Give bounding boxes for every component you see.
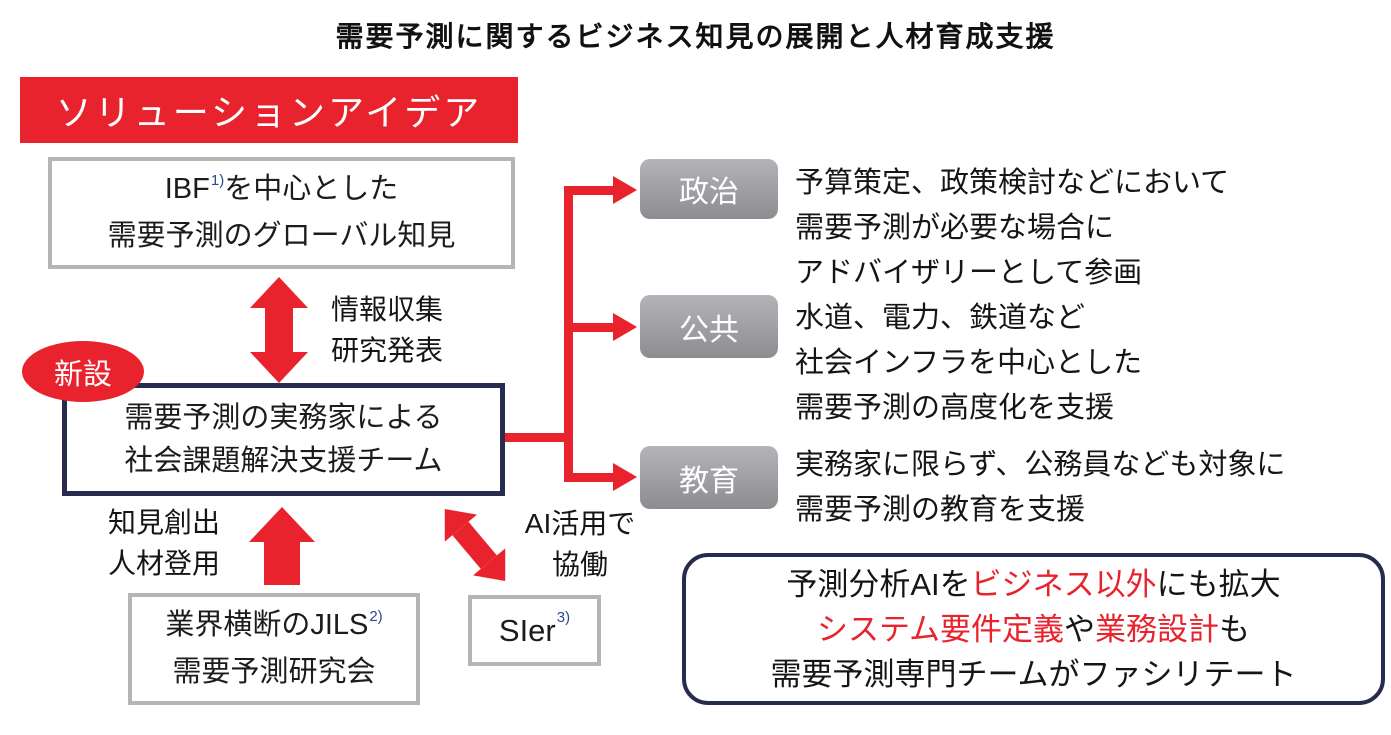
ai-collab-label: AI活用で 協働 [512,503,648,585]
sector-tag-politics-label: 政治 [679,176,739,209]
desc-line: 水道、電力、鉄道など [795,302,1086,334]
jils-box-line1-pre: 業界横断のJILS [165,609,369,641]
desc-line: 予算策定、政策検討などにおいて [795,167,1230,199]
ibf-box-line1: IBF1)を中心とした [165,168,398,215]
highlight-line1-black: 予測分析AIを [786,566,971,602]
sector-tag-public: 公共 [640,295,778,358]
arrowhead-politics-icon [613,176,637,204]
connector-trunk-line [564,186,573,482]
ai-label-line1: AI活用で [524,508,636,539]
arrowhead-public-icon [613,313,637,341]
sector-desc-education: 実務家に限らず、公務員なども対象に 需要予測の教育を支援 [795,443,1285,533]
uplift-label-line1: 知見創出 [108,507,221,538]
sector-tag-education-label: 教育 [679,464,739,498]
connector-main-line [503,433,569,442]
exchange-double-arrow-icon [250,277,308,383]
highlight-line1-red: ビジネス以外 [970,566,1157,602]
uplift-arrow-label: 知見創出 人材登用 [108,502,220,584]
arrow-shaft [264,542,300,585]
jils-box-line2: 需要予測研究会 [172,656,376,688]
jils-study-group-box: 業界横断のJILS2) 需要予測研究会 [128,593,420,705]
practitioner-team-box: 需要予測の実務家による 社会課題解決支援チーム [62,383,505,496]
sier-label: SIer [498,612,556,648]
expansion-highlight-box: 予測分析AIをビジネス以外にも拡大 システム要件定義や業務設計も 需要予測専門チ… [682,553,1385,705]
ai-label-line2: 協働 [551,549,608,580]
jils-box-line1: 業界横断のJILS2) [165,604,382,651]
highlight-line2-red2: 業務設計 [1095,611,1220,647]
desc-line: 実務家に限らず、公務員なども対象に [795,449,1286,481]
desc-line: アドバイザリーとして参画 [795,257,1143,289]
arrow-down-tip [250,352,308,383]
footnote-sup-3: 3) [556,609,571,626]
footnote-sup-1: 1) [210,172,225,189]
highlight-line3: 需要予測専門チームがファシリテート [770,656,1297,692]
sector-tag-education: 教育 [640,446,778,509]
arrowhead-education-icon [613,463,637,491]
sector-desc-politics: 予算策定、政策検討などにおいて 需要予測が必要な場合に アドバイザリーとして参画 [795,161,1229,296]
highlight-line2: システム要件定義や業務設計も [686,607,1381,652]
ibf-box-line1-pre: IBF [164,173,210,205]
new-badge-label: 新設 [53,358,112,391]
highlight-line1: 予測分析AIをビジネス以外にも拡大 [686,562,1381,607]
highlight-line2-red: システム要件定義 [816,611,1065,647]
arrow-shaft [265,308,293,352]
highlight-line1-black2: にも拡大 [1156,566,1281,602]
exchange-label-line2: 研究発表 [331,335,444,366]
desc-line: 需要予測の高度化を支援 [795,392,1115,424]
arrow-up-tip [250,277,308,308]
solution-idea-banner: ソリューションアイデア [20,77,518,143]
page-title: 需要予測に関するビジネス知見の展開と人材育成支援 [335,21,1056,52]
uplift-label-line2: 人材登用 [108,548,221,579]
new-establishment-badge: 新設 [22,341,144,402]
exchange-label-line1: 情報収集 [331,294,444,325]
double-arrow [428,495,522,595]
footnote-sup-2: 2) [369,608,383,625]
arrow-up-tip [249,507,315,542]
team-box-line1: 需要予測の実務家による [124,401,443,434]
connector-branch-politics [570,186,615,195]
sector-tag-politics: 政治 [640,159,778,219]
sector-tag-public-label: 公共 [679,313,739,347]
ibf-box-line2: 需要予測のグローバル知見 [107,220,456,252]
uplift-up-arrow-icon [249,507,315,585]
connector-branch-public [570,323,615,332]
highlight-line2-black2: も [1219,611,1251,647]
solution-idea-label: ソリューションアイデア [55,92,483,133]
connector-branch-education [570,473,615,482]
team-box-line2: 社会課題解決支援チーム [124,444,443,477]
desc-line: 社会インフラを中心とした [795,347,1143,379]
sector-desc-public: 水道、電力、鉄道など 社会インフラを中心とした 需要予測の高度化を支援 [795,296,1142,431]
desc-line: 需要予測が必要な場合に [795,212,1115,244]
highlight-line2-black: や [1064,611,1096,647]
ibf-box-line1-post: を中心とした [224,173,399,205]
ibf-global-knowledge-box: IBF1)を中心とした 需要予測のグローバル知見 [48,157,515,269]
exchange-arrow-label: 情報収集 研究発表 [331,289,443,371]
desc-line: 需要予測の教育を支援 [795,494,1086,526]
